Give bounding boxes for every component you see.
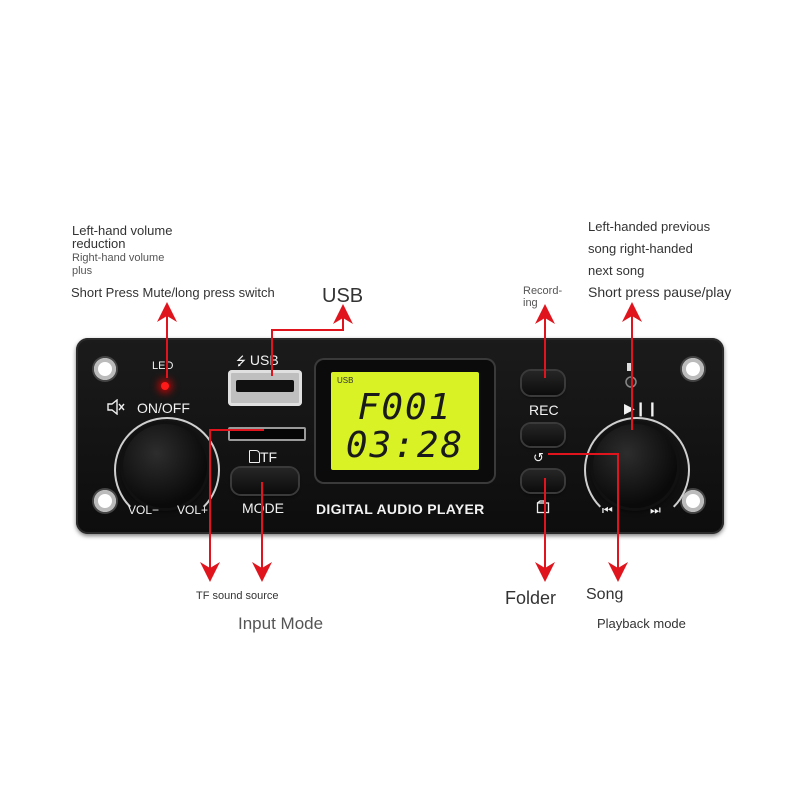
vol-plus-label: VOL+ xyxy=(177,503,209,517)
play-pause-icon: ▶❙❙ xyxy=(624,400,659,416)
lcd-frame: USB F001 03:28 xyxy=(316,360,494,482)
speaker-mute-icon xyxy=(106,398,126,419)
mount-hole-top-right xyxy=(682,358,704,380)
usb-symbol-icon: ⭍ xyxy=(236,354,246,368)
vol-minus-label: VOL− xyxy=(128,503,160,517)
led-indicator xyxy=(161,382,169,390)
lcd-display: USB F001 03:28 xyxy=(331,372,479,470)
volume-callout-line1: Left-hand volume xyxy=(72,223,173,238)
microphone-icon xyxy=(624,362,638,393)
repeat-icon: ↺ xyxy=(533,450,544,465)
audio-player-board: LED ON/OFF VOL− VOL+ ⭍ USB TF MODE USB F… xyxy=(76,338,724,534)
recording-callout: Record- ing xyxy=(523,285,562,309)
input-mode-callout: Input Mode xyxy=(238,614,324,633)
volume-callout: Left-hand volume reduction xyxy=(72,224,172,250)
lcd-source: USB xyxy=(337,376,354,385)
recording-line2: ing xyxy=(523,297,538,309)
track-skip-line3: next song xyxy=(588,263,645,278)
rec-label: REC xyxy=(529,402,559,418)
brand-label: DIGITAL AUDIO PLAYER xyxy=(316,501,485,517)
track-knob[interactable] xyxy=(593,424,677,508)
usb-callout: USB xyxy=(322,285,364,307)
playback-mode-button[interactable] xyxy=(522,424,564,446)
lcd-track-number: F001 xyxy=(357,387,453,428)
usb-port[interactable] xyxy=(228,370,302,406)
track-skip-line2: song right-handed xyxy=(588,241,693,256)
song-callout: Song xyxy=(586,586,624,603)
mode-label: MODE xyxy=(242,500,284,516)
tf-callout: TF sound source xyxy=(196,590,279,602)
mount-hole-bottom-right xyxy=(682,490,704,512)
volume-callout-line2: reduction xyxy=(72,236,126,251)
mute-callout: Short Press Mute/long press switch xyxy=(71,285,275,300)
tf-label: TF xyxy=(260,449,278,465)
next-track-icon: ⏭ xyxy=(650,503,661,517)
recording-line1: Record- xyxy=(523,285,563,297)
led-label: LED xyxy=(152,360,174,372)
onoff-label: ON/OFF xyxy=(137,400,190,416)
mount-hole-top-left xyxy=(94,358,116,380)
tf-label-row: TF xyxy=(249,449,277,465)
folder-icon xyxy=(536,500,550,519)
folder-callout: Folder xyxy=(505,588,557,608)
folder-button[interactable] xyxy=(522,470,564,492)
volume-plus-line2: plus xyxy=(72,265,93,277)
volume-knob[interactable] xyxy=(123,424,207,508)
tf-card-icon xyxy=(249,450,260,463)
track-skip-line1: Left-handed previous xyxy=(588,219,711,234)
mode-button[interactable] xyxy=(232,468,298,494)
volume-plus-callout: Right-hand volume plus xyxy=(72,252,164,278)
usb-port-label: USB xyxy=(249,352,279,368)
volume-plus-line1: Right-hand volume xyxy=(72,252,165,264)
track-skip-callout: Left-handed previous song right-handed n… xyxy=(588,216,710,282)
mount-hole-bottom-left xyxy=(94,490,116,512)
record-button[interactable] xyxy=(522,371,564,395)
pause-callout: Short press pause/play xyxy=(588,284,732,300)
usb-port-contacts xyxy=(236,380,294,392)
previous-track-icon: ⏮ xyxy=(602,503,613,517)
tf-card-slot[interactable] xyxy=(228,427,306,441)
playback-mode-callout: Playback mode xyxy=(597,616,686,631)
lcd-time: 03:28 xyxy=(345,425,465,466)
